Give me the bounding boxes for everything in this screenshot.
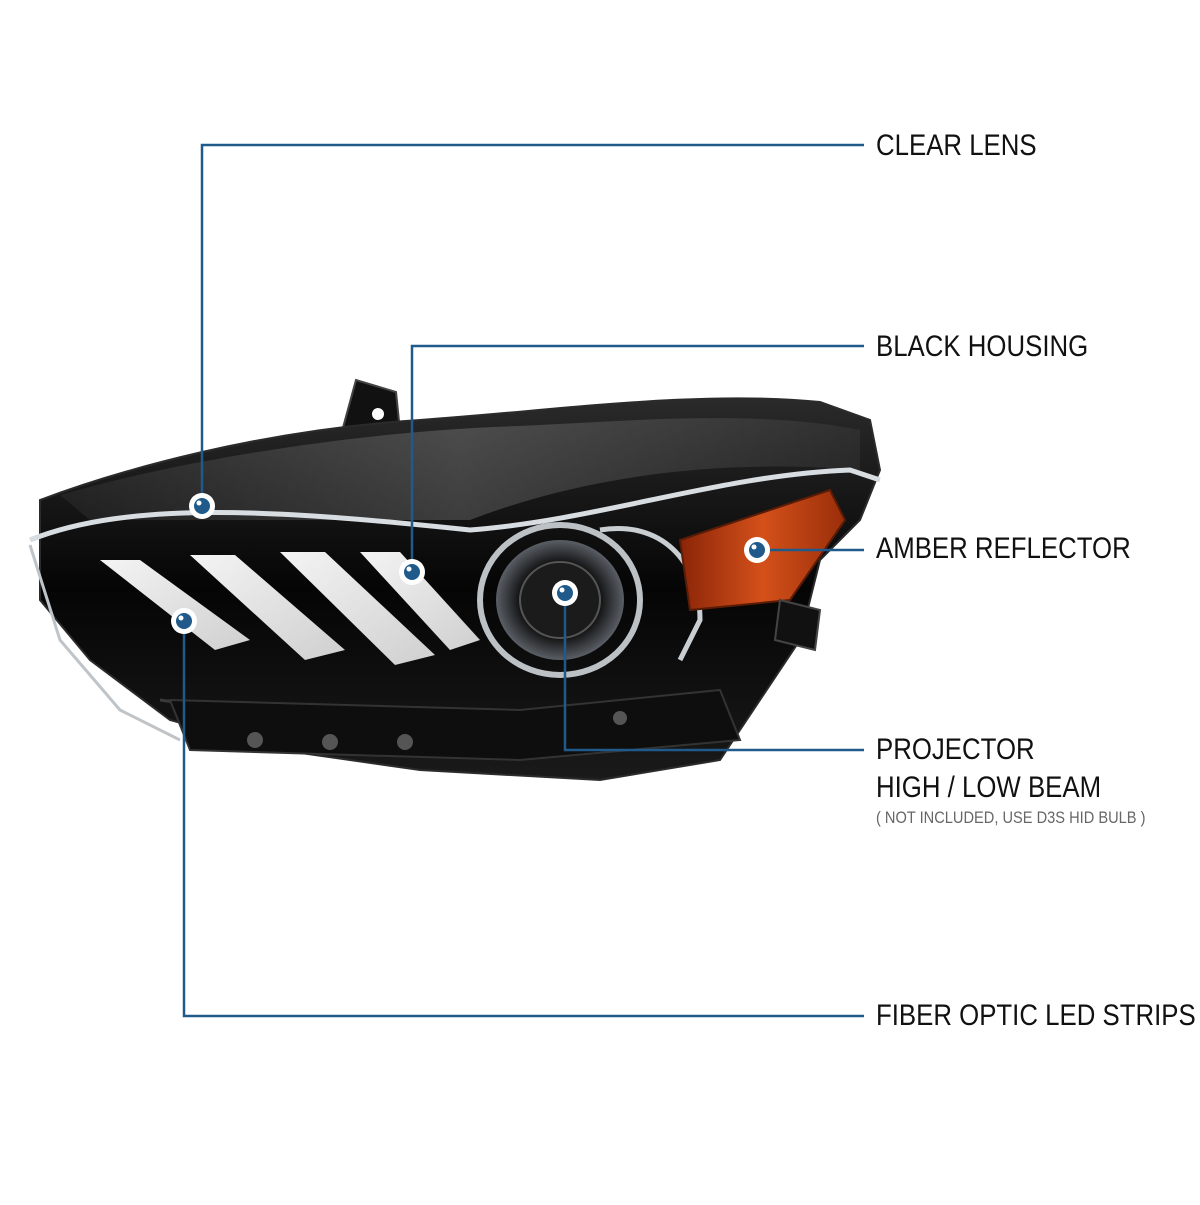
dot-projector xyxy=(552,580,578,606)
dot-amber-reflector xyxy=(744,537,770,563)
label-clear-lens: CLEAR LENS xyxy=(876,129,1037,162)
side-connector xyxy=(773,598,822,652)
note-bulb-not-included: ( NOT INCLUDED, USE D3S HID BULB ) xyxy=(876,808,1146,827)
label-black-housing: BLACK HOUSING xyxy=(876,330,1089,363)
callout-dots xyxy=(171,493,770,634)
dot-black-housing xyxy=(399,559,425,585)
lower-led-bar xyxy=(168,688,742,762)
led-strips xyxy=(100,552,480,665)
leader-black-housing xyxy=(410,344,864,572)
label-fiber-optic-led-strips: FIBER OPTIC LED STRIPS xyxy=(876,999,1196,1032)
leader-projector xyxy=(563,593,864,752)
leader-fiber-optic xyxy=(182,621,864,1018)
leader-clear-lens xyxy=(200,143,864,506)
label-projector: PROJECTOR xyxy=(876,733,1035,766)
dot-clear-lens xyxy=(189,493,215,519)
dot-fiber-optic xyxy=(171,608,197,634)
leader-lines xyxy=(182,143,864,1018)
label-high-low-beam: HIGH / LOW BEAM xyxy=(876,771,1102,804)
label-amber-reflector: AMBER REFLECTOR xyxy=(876,532,1131,565)
